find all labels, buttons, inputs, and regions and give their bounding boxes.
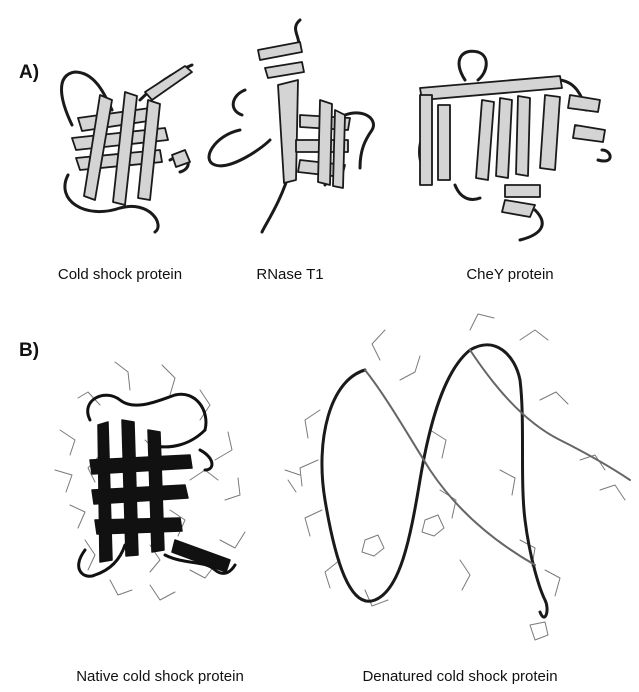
cold-shock-protein-ribbon	[61, 65, 192, 232]
chey-protein-ribbon	[420, 51, 611, 240]
caption-rnase-t1: RNase T1	[230, 266, 350, 283]
native-cold-shock-protein-structure	[55, 362, 245, 600]
caption-native-cold-shock-protein: Native cold shock protein	[40, 668, 280, 685]
denatured-cold-shock-protein-structure	[285, 314, 630, 640]
rnase-t1-ribbon	[209, 20, 373, 232]
caption-denatured-cold-shock-protein: Denatured cold shock protein	[325, 668, 595, 685]
caption-chey-protein: CheY protein	[440, 266, 580, 283]
caption-cold-shock-protein: Cold shock protein	[30, 266, 210, 283]
